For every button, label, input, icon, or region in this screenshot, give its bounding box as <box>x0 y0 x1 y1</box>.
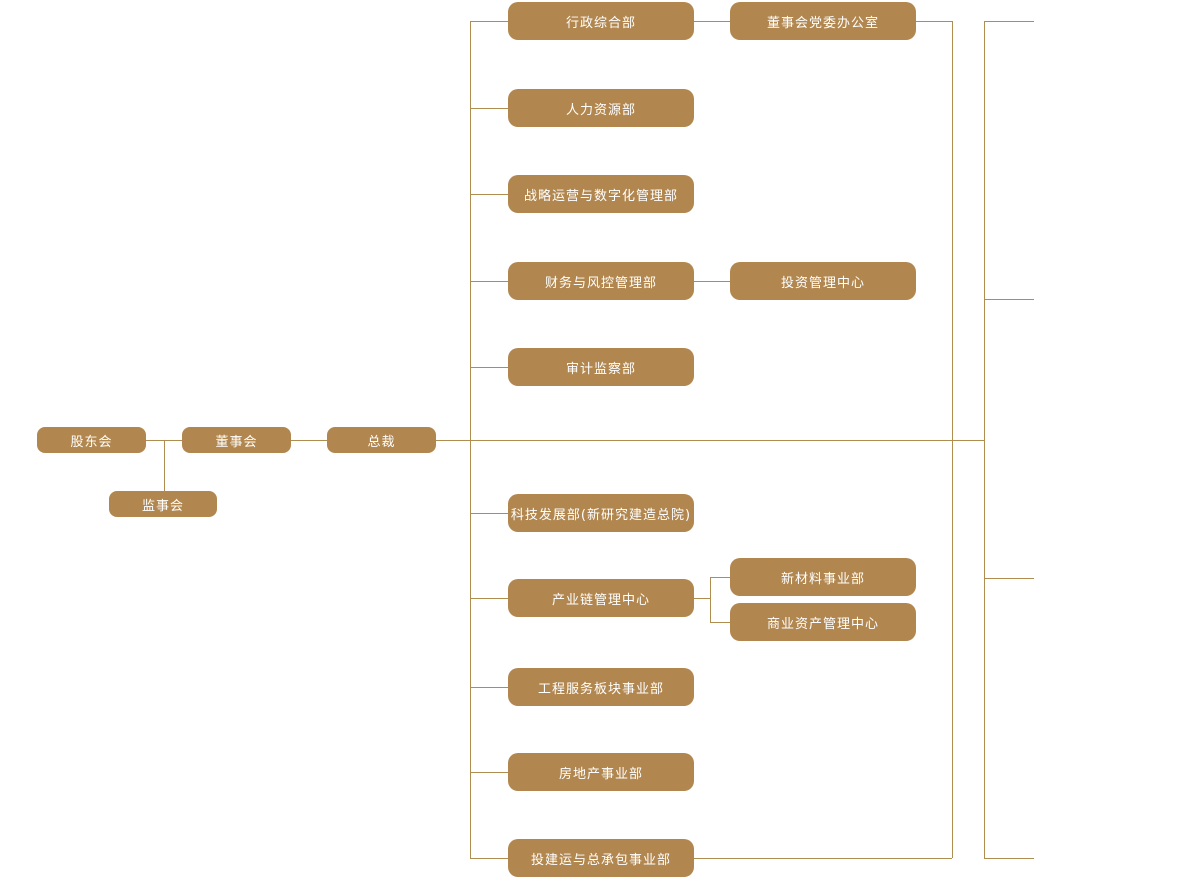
connector-stub-industry-chain <box>470 598 508 599</box>
dept-industry-chain-center: 产业链管理中心 <box>508 579 694 617</box>
dept-board-party-office: 董事会党委办公室 <box>730 2 916 40</box>
connector-finance-investment <box>694 281 730 282</box>
dept-new-materials: 新材料事业部 <box>730 558 916 596</box>
connector-left-rail <box>470 21 471 858</box>
connector-president-trunk <box>436 440 984 441</box>
dept-human-resources: 人力资源部 <box>508 89 694 127</box>
node-board-of-directors: 董事会 <box>182 427 291 453</box>
dept-audit-supervision: 审计监察部 <box>508 348 694 386</box>
connector-stub-tech-development <box>470 513 508 514</box>
dept-strategy-digital-mgmt: 战略运营与数字化管理部 <box>508 175 694 213</box>
connector-admin-party-office <box>694 21 730 22</box>
connector-stub-engineering <box>470 687 508 688</box>
node-shareholders-meeting: 股东会 <box>37 427 146 453</box>
connector-right-stub-1 <box>984 21 1034 22</box>
dept-commercial-assets-mgmt: 商业资产管理中心 <box>730 603 916 641</box>
connector-board-president <box>291 440 327 441</box>
dept-invest-build-epc: 投建运与总承包事业部 <box>508 839 694 877</box>
connector-right-stub-2 <box>984 299 1034 300</box>
dept-investment-mgmt-center: 投资管理中心 <box>730 262 916 300</box>
dept-tech-development: 科技发展部(新研究建造总院) <box>508 494 694 532</box>
connector-industry-chain-bracket <box>710 577 711 622</box>
node-president: 总裁 <box>327 427 436 453</box>
connector-stub-audit <box>470 367 508 368</box>
connector-party-office-right <box>916 21 952 22</box>
connector-right-stub-4 <box>984 858 1034 859</box>
connector-right-stub-3 <box>984 578 1034 579</box>
node-supervisory-board: 监事会 <box>109 491 217 517</box>
connector-right-rail-outer <box>984 21 985 858</box>
connector-stub-new-materials <box>710 577 730 578</box>
connector-supervisory-drop <box>164 440 165 491</box>
connector-stub-strategy-digital <box>470 194 508 195</box>
dept-administrative-general: 行政综合部 <box>508 2 694 40</box>
connector-right-rail-inner <box>952 21 953 858</box>
connector-stub-administrative <box>470 21 508 22</box>
connector-industry-chain-out <box>694 598 710 599</box>
dept-finance-risk-mgmt: 财务与风控管理部 <box>508 262 694 300</box>
connector-stub-human-resources <box>470 108 508 109</box>
connector-stub-invest-build <box>470 858 508 859</box>
dept-engineering-services: 工程服务板块事业部 <box>508 668 694 706</box>
connector-stub-finance-risk <box>470 281 508 282</box>
connector-stub-real-estate <box>470 772 508 773</box>
connector-stub-commercial-assets <box>710 622 730 623</box>
connector-invest-build-right <box>694 858 952 859</box>
dept-real-estate: 房地产事业部 <box>508 753 694 791</box>
